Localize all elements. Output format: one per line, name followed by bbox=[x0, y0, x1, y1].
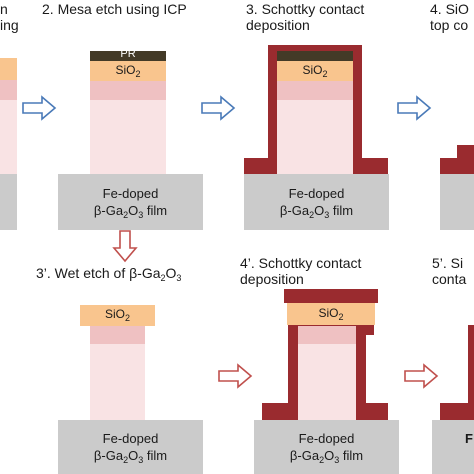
step4-substrate bbox=[440, 174, 474, 230]
step3-title: 3. Schottky contact deposition bbox=[246, 1, 364, 33]
arrow-down-icon bbox=[112, 230, 138, 263]
step3p-pink-layer bbox=[90, 326, 145, 344]
step5p-title-partial: 5’. Si conta bbox=[432, 255, 466, 287]
step5p-title-line1: 5’. Si bbox=[432, 255, 464, 271]
step4-title-line1: 4. SiO bbox=[430, 1, 469, 17]
step3-substrate-label: Fe-doped β-Ga2O3 film bbox=[279, 186, 354, 220]
step5p-substrate: F bbox=[432, 420, 474, 474]
step2-title: 2. Mesa etch using ICP bbox=[42, 1, 187, 17]
step4p-schottky-cap bbox=[284, 289, 378, 303]
step1-sio2-layer bbox=[0, 58, 17, 80]
step3-sio2-label: SiO2 bbox=[302, 63, 328, 79]
arrow-right-icon bbox=[218, 363, 253, 389]
step2-pr-label: PR bbox=[120, 48, 136, 60]
step5p-substrate-partial-label: F bbox=[465, 431, 473, 446]
step3p-title: 3’. Wet etch of β-Ga2O3 bbox=[36, 265, 182, 283]
step2-sio2-layer: SiO2 bbox=[90, 61, 166, 81]
step3p-sio2-label: SiO2 bbox=[104, 307, 131, 323]
step1-film-layer bbox=[0, 100, 17, 174]
step4p-title: 4’. Schottky contact deposition bbox=[240, 255, 361, 287]
step5p-title-line2: conta bbox=[432, 271, 467, 287]
step3p-substrate: Fe-doped β-Ga2O3 film bbox=[58, 420, 203, 474]
step5p-metal-wall bbox=[468, 335, 474, 403]
step4p-title-line1: 4’. Schottky contact bbox=[240, 255, 362, 271]
step4-schottky-wall bbox=[457, 145, 474, 159]
step2-substrate: Fe-doped β-Ga2O3 film bbox=[58, 174, 203, 230]
step2-film-layer bbox=[90, 100, 166, 174]
step1-title-line2: ing bbox=[0, 17, 19, 33]
step3p-sio2-layer: SiO2 bbox=[80, 305, 155, 326]
step3-pr-layer bbox=[277, 51, 353, 61]
step3-pink-layer bbox=[277, 81, 353, 100]
arrow-right-icon bbox=[397, 95, 432, 121]
step1-title-line1: n bbox=[0, 1, 8, 17]
step4p-film-layer bbox=[298, 344, 356, 420]
arrow-right-icon bbox=[201, 95, 236, 121]
step4-title-line2: top co bbox=[430, 17, 469, 33]
step4-schottky-foot bbox=[440, 158, 474, 175]
step2-pink-layer bbox=[90, 81, 166, 100]
step4-title-partial: 4. SiO top co bbox=[430, 1, 469, 33]
step4p-substrate-label: Fe-doped β-Ga2O3 film bbox=[289, 431, 364, 465]
step3-title-line2: deposition bbox=[246, 17, 310, 33]
step1-substrate bbox=[0, 174, 17, 230]
step4p-sio2-label: SiO2 bbox=[318, 306, 344, 322]
step3-title-line1: 3. Schottky contact bbox=[246, 1, 365, 17]
arrow-right-icon bbox=[22, 95, 57, 121]
step3-sio2-layer: SiO2 bbox=[277, 61, 353, 81]
step2-pr-layer: PR bbox=[90, 48, 166, 61]
arrow-right-icon bbox=[404, 363, 439, 389]
step3p-film-layer bbox=[90, 344, 145, 420]
step3-substrate: Fe-doped β-Ga2O3 film bbox=[244, 174, 389, 230]
step5p-schottky-foot bbox=[440, 403, 474, 420]
step4p-sio2-layer: SiO2 bbox=[287, 303, 375, 325]
step4p-substrate: Fe-doped β-Ga2O3 film bbox=[254, 420, 399, 474]
step4p-schottky-left-wall bbox=[288, 335, 298, 420]
step4p-pink-layer bbox=[298, 326, 356, 344]
step2-substrate-label: Fe-doped β-Ga2O3 film bbox=[93, 186, 168, 220]
step1-title-partial: n ing bbox=[0, 1, 19, 33]
step2-sio2-label: SiO2 bbox=[115, 63, 141, 79]
step1-pink-layer bbox=[0, 80, 17, 100]
step4p-title-line2: deposition bbox=[240, 271, 304, 287]
step3-film-layer bbox=[277, 100, 353, 174]
step5p-metal-top bbox=[468, 325, 474, 335]
step4p-schottky-right-wall bbox=[356, 335, 366, 420]
step3p-substrate-label: Fe-doped β-Ga2O3 film bbox=[93, 431, 168, 465]
